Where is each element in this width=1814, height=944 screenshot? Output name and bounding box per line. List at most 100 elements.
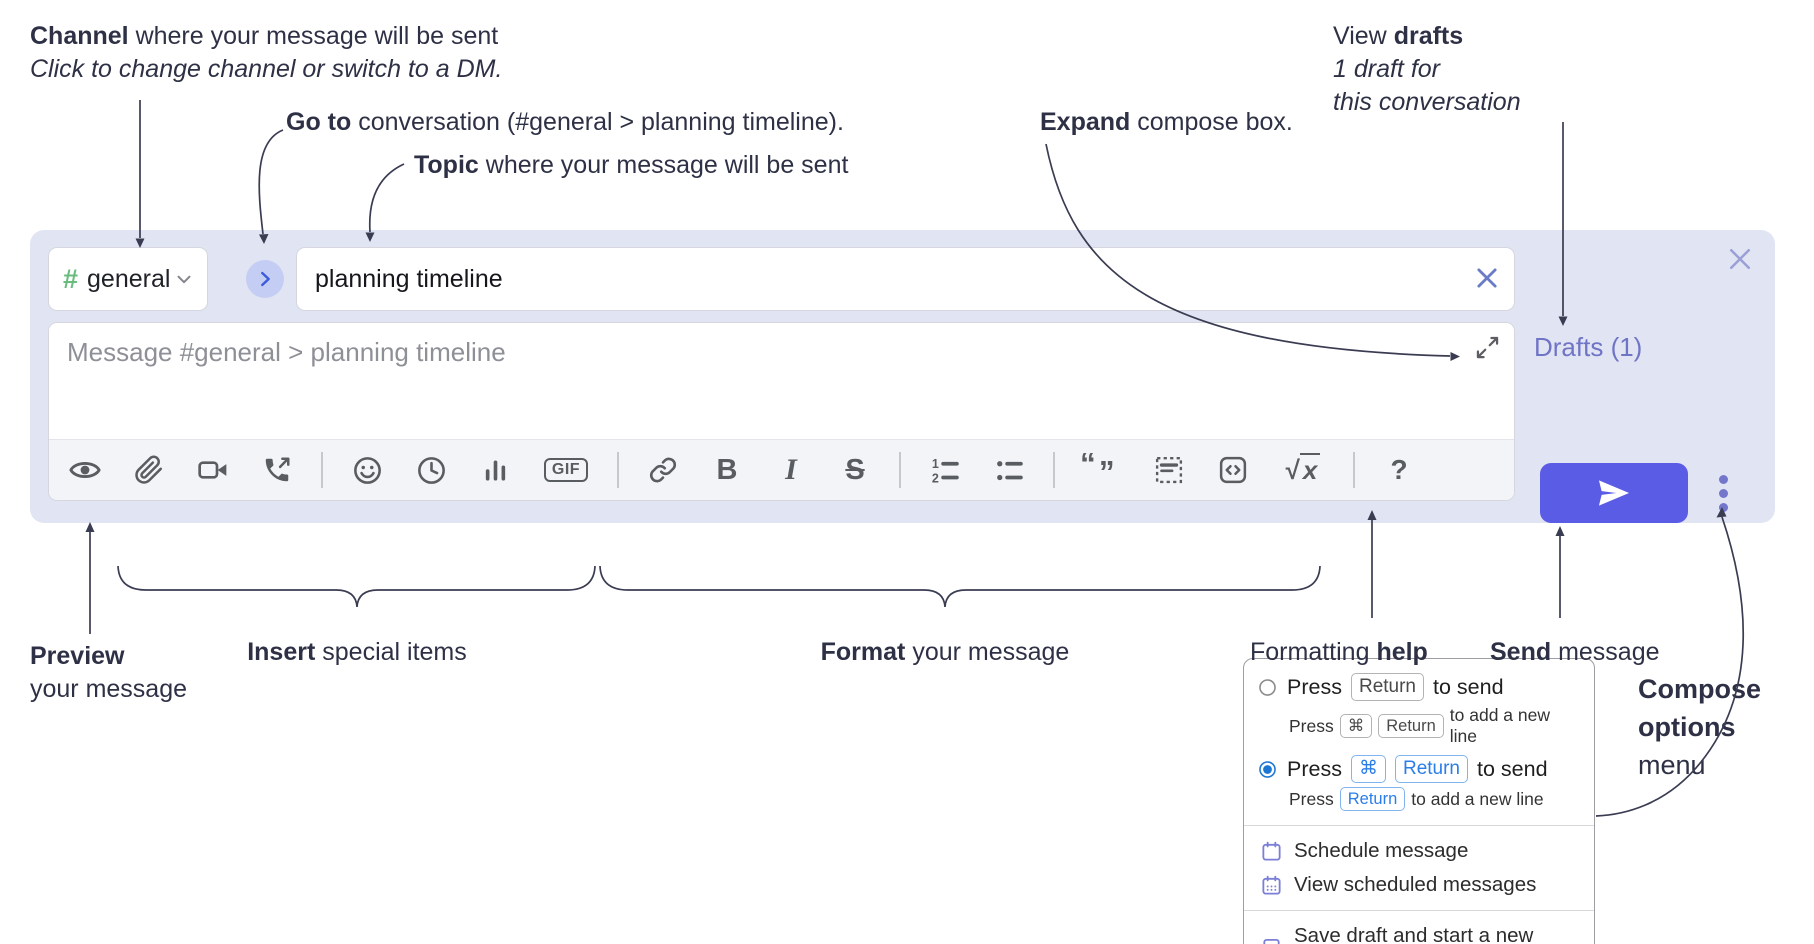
annotation-goto-rest: conversation (#general > planning timeli… xyxy=(351,108,844,136)
option-text: to send xyxy=(1433,674,1504,699)
annotation-expand-rest: compose box. xyxy=(1130,108,1293,136)
spoiler-button[interactable] xyxy=(1149,448,1189,492)
link-icon xyxy=(649,457,677,483)
dot xyxy=(1719,502,1728,512)
gif-icon: GIF xyxy=(543,458,589,482)
annotation-expand: Expand compose box. xyxy=(1040,106,1293,139)
compose-right-column: Drafts (1) xyxy=(1512,246,1757,523)
audio-call-button[interactable] xyxy=(257,448,297,492)
send-row xyxy=(1512,463,1757,523)
bulleted-list-icon xyxy=(997,461,1023,481)
annotation-send: Send message xyxy=(1490,636,1660,669)
menu-divider xyxy=(1244,910,1594,911)
menu-item-save-draft[interactable]: Save draft and start a new message xyxy=(1244,919,1594,944)
compose-options-button[interactable] xyxy=(1715,471,1732,516)
compose-left-column: # general xyxy=(48,246,1515,501)
link-button[interactable] xyxy=(643,448,683,492)
bold-button[interactable]: B xyxy=(707,448,747,492)
smiley-icon xyxy=(353,456,381,484)
emoji-button[interactable] xyxy=(347,448,387,492)
option-subtext: Press xyxy=(1289,788,1334,809)
clock-icon xyxy=(417,456,445,484)
annotation-view-drafts-pre: View xyxy=(1333,22,1394,50)
menu-item-label: Schedule message xyxy=(1294,839,1469,862)
calendar-dots-icon xyxy=(1260,874,1283,897)
annotation-view-drafts-line3: this conversation xyxy=(1333,88,1521,116)
expand-compose-button[interactable] xyxy=(1474,334,1501,361)
strikethrough-icon: S xyxy=(845,453,865,486)
strikethrough-button[interactable]: S xyxy=(835,448,875,492)
compose-options-menu: Press Return to send Press ⌘ Return to a… xyxy=(1243,658,1595,944)
italic-button[interactable]: I xyxy=(771,448,811,492)
kbd-cmd: ⌘ xyxy=(1350,755,1386,783)
option-subtext: to add a new line xyxy=(1411,788,1544,809)
bar-chart-icon xyxy=(485,459,505,481)
annotation-insert: Insert special items xyxy=(185,636,529,669)
poll-button[interactable] xyxy=(475,448,515,492)
menu-option-cmd-return-to-send[interactable]: Press ⌘ Return to send Press Return to a… xyxy=(1244,753,1594,817)
phone-call-icon xyxy=(265,457,290,482)
annotation-insert-rest: special items xyxy=(315,638,467,666)
message-input[interactable] xyxy=(49,323,1514,439)
topic-input[interactable] xyxy=(296,247,1515,311)
annotation-channel: Channel where your message will be sent … xyxy=(30,20,502,86)
bulleted-list-button[interactable] xyxy=(989,448,1029,492)
annotation-format: Format your message xyxy=(770,636,1120,669)
annotation-topic-bold: Topic xyxy=(414,151,479,179)
option-text: Press xyxy=(1287,756,1342,781)
quote-button[interactable]: “” xyxy=(1079,448,1125,492)
annotation-insert-bold: Insert xyxy=(247,638,316,666)
video-call-button[interactable] xyxy=(193,448,233,492)
annotation-goto: Go to conversation (#general > planning … xyxy=(286,106,844,139)
radio-unselected-icon[interactable] xyxy=(1257,677,1278,698)
annotation-view-drafts: View drafts 1 draft for this conversatio… xyxy=(1333,20,1521,119)
message-area: GIF B I S 12 xyxy=(48,322,1515,501)
menu-option-return-to-send[interactable]: Press Return to send Press ⌘ Return to a… xyxy=(1244,671,1594,753)
dot xyxy=(1719,474,1728,484)
kbd-return: Return xyxy=(1339,787,1406,811)
paperclip-icon xyxy=(135,455,163,484)
annotation-preview: Preview your message xyxy=(30,640,187,706)
annotation-view-drafts-line2: 1 draft for xyxy=(1333,55,1440,83)
formatting-help-button[interactable]: ? xyxy=(1379,448,1419,492)
goto-conversation-button[interactable] xyxy=(246,260,284,298)
save-draft-icon xyxy=(1260,937,1283,944)
menu-item-schedule-message[interactable]: Schedule message xyxy=(1244,834,1594,868)
spoiler-icon xyxy=(1155,456,1183,484)
close-icon xyxy=(1730,249,1750,269)
kbd-return: Return xyxy=(1350,673,1424,701)
code-button[interactable] xyxy=(1213,448,1253,492)
math-button[interactable]: √x xyxy=(1277,448,1329,492)
option-text: to send xyxy=(1477,756,1548,781)
annotation-compose-options-line3: menu xyxy=(1638,750,1706,780)
italic-icon: I xyxy=(785,453,797,486)
drafts-link[interactable]: Drafts (1) xyxy=(1534,332,1643,362)
annotation-compose-options-line1: Compose xyxy=(1638,674,1762,704)
channel-selector[interactable]: # general xyxy=(48,247,208,311)
svg-text:”: ” xyxy=(1099,454,1115,487)
dot xyxy=(1719,488,1728,498)
numbered-list-icon: 12 xyxy=(932,457,959,485)
attach-file-button[interactable] xyxy=(129,448,169,492)
annotation-send-bold: Send xyxy=(1490,638,1552,666)
chevron-down-icon xyxy=(173,268,195,290)
annotation-expand-bold: Expand xyxy=(1040,108,1131,136)
kbd-return: Return xyxy=(1394,755,1468,783)
annotation-preview-bold: Preview xyxy=(30,642,125,670)
close-compose-button[interactable] xyxy=(1725,244,1755,274)
kbd-cmd: ⌘ xyxy=(1339,714,1373,738)
clear-topic-button[interactable] xyxy=(1473,264,1501,292)
annotation-topic-rest: where your message will be sent xyxy=(478,151,849,179)
gif-button[interactable]: GIF xyxy=(539,448,593,492)
schedule-time-button[interactable] xyxy=(411,448,451,492)
radio-selected-icon[interactable] xyxy=(1257,759,1278,780)
sqrt-x: x xyxy=(1299,452,1321,485)
topic-field-wrap xyxy=(296,247,1515,311)
preview-button[interactable] xyxy=(65,448,105,492)
send-button[interactable] xyxy=(1540,463,1688,523)
annotation-preview-line2: your message xyxy=(30,675,188,703)
menu-item-view-scheduled[interactable]: View scheduled messages xyxy=(1244,868,1594,902)
